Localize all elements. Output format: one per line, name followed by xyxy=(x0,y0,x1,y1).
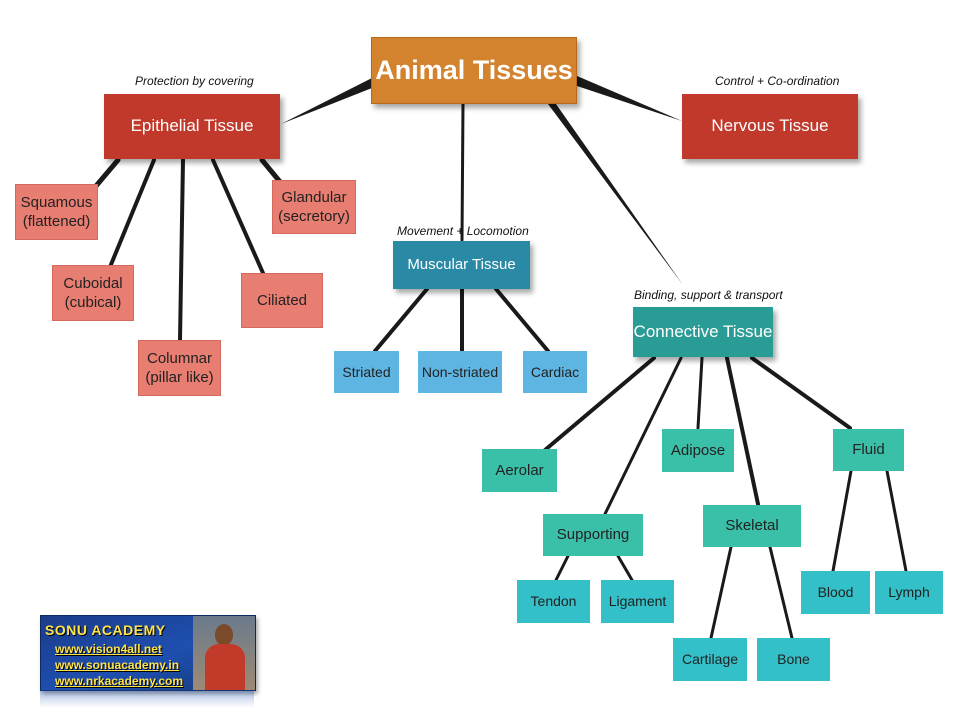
connector-connective-supporting xyxy=(603,356,683,516)
connector-root-epithelial xyxy=(281,78,372,124)
logo-url-2: www.sonuacademy.in xyxy=(55,658,180,672)
muscular-caption: Movement + Locomotion xyxy=(397,224,529,238)
tendon-node: Tendon xyxy=(517,580,590,623)
muscular-tissue-node: Muscular Tissue xyxy=(393,241,530,289)
connective-caption: Binding, support & transport xyxy=(634,288,783,302)
connector-fluid-lymph xyxy=(885,469,908,573)
cuboidal-node: Cuboidal (cubical) xyxy=(52,265,134,321)
connector-connective-aerolar xyxy=(543,356,656,452)
logo-reflection xyxy=(40,690,254,708)
epithelial-tissue-node: Epithelial Tissue xyxy=(104,94,280,159)
aerolar-node: Aerolar xyxy=(482,449,557,492)
connector-muscular-cardiac xyxy=(494,287,550,353)
fluid-node: Fluid xyxy=(833,429,904,471)
skeletal-node: Skeletal xyxy=(703,505,801,547)
connector-muscular-striated xyxy=(373,287,429,353)
blood-node: Blood xyxy=(801,571,870,614)
presenter-photo xyxy=(193,616,255,690)
logo-url-3: www.nrkacademy.com xyxy=(55,674,184,688)
striated-node: Striated xyxy=(334,351,399,393)
connector-fluid-blood xyxy=(831,469,853,573)
connector-root-muscular xyxy=(460,102,465,242)
supporting-node: Supporting xyxy=(543,514,643,556)
connector-root-connective xyxy=(548,104,683,285)
connector-epithelial-glandular xyxy=(259,157,284,186)
connector-connective-fluid xyxy=(750,356,852,430)
epithelial-caption: Protection by covering xyxy=(135,74,254,88)
connector-epithelial-columnar xyxy=(178,158,185,342)
cardiac-node: Cardiac xyxy=(523,351,587,393)
logo-brand: SONU ACADEMY xyxy=(45,622,166,638)
connector-root-nervous xyxy=(577,76,682,121)
squamous-node: Squamous (flattened) xyxy=(15,184,98,240)
logo-url-1: www.vision4all.net xyxy=(55,642,162,656)
connector-supporting-ligament xyxy=(616,554,634,582)
adipose-node: Adipose xyxy=(662,429,734,472)
nervous-tissue-node: Nervous Tissue xyxy=(682,94,858,159)
root-node-animal-tissues: Animal Tissues xyxy=(371,37,577,104)
connective-tissue-node: Connective Tissue xyxy=(633,307,773,357)
connector-skeletal-cartilage xyxy=(709,545,733,640)
connector-skeletal-bone xyxy=(768,545,794,640)
connector-connective-skeletal xyxy=(725,356,760,506)
lymph-node: Lymph xyxy=(875,571,943,614)
columnar-node: Columnar (pillar like) xyxy=(138,340,221,396)
bone-node: Bone xyxy=(757,638,830,681)
glandular-node: Glandular (secretory) xyxy=(272,180,356,234)
connector-connective-adipose xyxy=(696,356,704,430)
connector-supporting-tendon xyxy=(554,554,570,582)
non-striated-node: Non-striated xyxy=(418,351,502,393)
connector-epithelial-cuboidal xyxy=(108,158,156,269)
sonu-academy-logo: SONU ACADEMY www.vision4all.net www.sonu… xyxy=(40,615,256,691)
nervous-caption: Control + Co-ordination xyxy=(715,74,840,88)
ciliated-node: Ciliated xyxy=(241,273,323,328)
ligament-node: Ligament xyxy=(601,580,674,623)
connector-epithelial-squamous xyxy=(93,157,121,189)
connector-epithelial-ciliated xyxy=(211,158,265,275)
cartilage-node: Cartilage xyxy=(673,638,747,681)
